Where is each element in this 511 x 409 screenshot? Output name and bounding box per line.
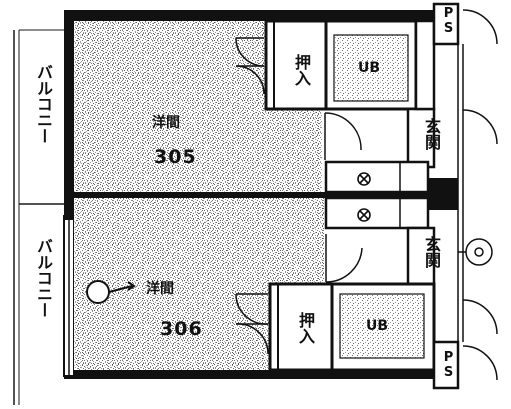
pipe-space-306 — [432, 340, 460, 390]
closet-label-306: 押入 — [296, 312, 315, 344]
party-wall — [64, 192, 438, 198]
door-swing-icon — [235, 37, 265, 95]
closet-label-305: 押入 — [292, 54, 311, 86]
entrance-label-305: 玄関 — [422, 118, 441, 150]
exhaust-fan-icon — [357, 172, 371, 186]
pipe-space-305 — [432, 2, 460, 46]
bath-305 — [324, 19, 418, 111]
corridor-lines — [457, 9, 498, 381]
entrance-305 — [406, 19, 436, 169]
kitchen-counter — [324, 160, 430, 230]
bath-306 — [330, 282, 436, 372]
room-type-label-305: 洋間 — [152, 115, 180, 131]
balcony-label-305: バルコニー — [34, 64, 53, 144]
balcony-label-306: バルコニー — [34, 238, 53, 318]
entrance-label-306: 玄関 — [422, 236, 441, 268]
meter-symbol-icon — [458, 238, 493, 266]
door-swing-icon — [235, 293, 269, 355]
ps-label-306: PS — [441, 350, 456, 380]
closet-306 — [268, 282, 334, 372]
door-swing-icon — [324, 112, 362, 160]
exhaust-fan-icon — [357, 208, 371, 222]
room-type-label-306: 洋間 — [146, 281, 174, 297]
party-wall-column-right — [428, 178, 458, 210]
room-number-305: 305 — [154, 146, 197, 168]
room-number-306: 306 — [160, 318, 203, 340]
bottom-wall — [64, 370, 434, 379]
closet-305 — [264, 19, 328, 111]
window-wall-305 — [64, 18, 74, 192]
door-swing-icon — [325, 234, 363, 283]
air-conditioner-symbol-icon — [86, 280, 136, 304]
entrance-306 — [406, 226, 436, 286]
bath-label-306: UB — [366, 318, 389, 334]
balcony-edge — [13, 30, 20, 405]
top-wall — [64, 10, 434, 21]
ps-label-305: PS — [441, 6, 456, 36]
bath-label-305: UB — [358, 60, 381, 76]
